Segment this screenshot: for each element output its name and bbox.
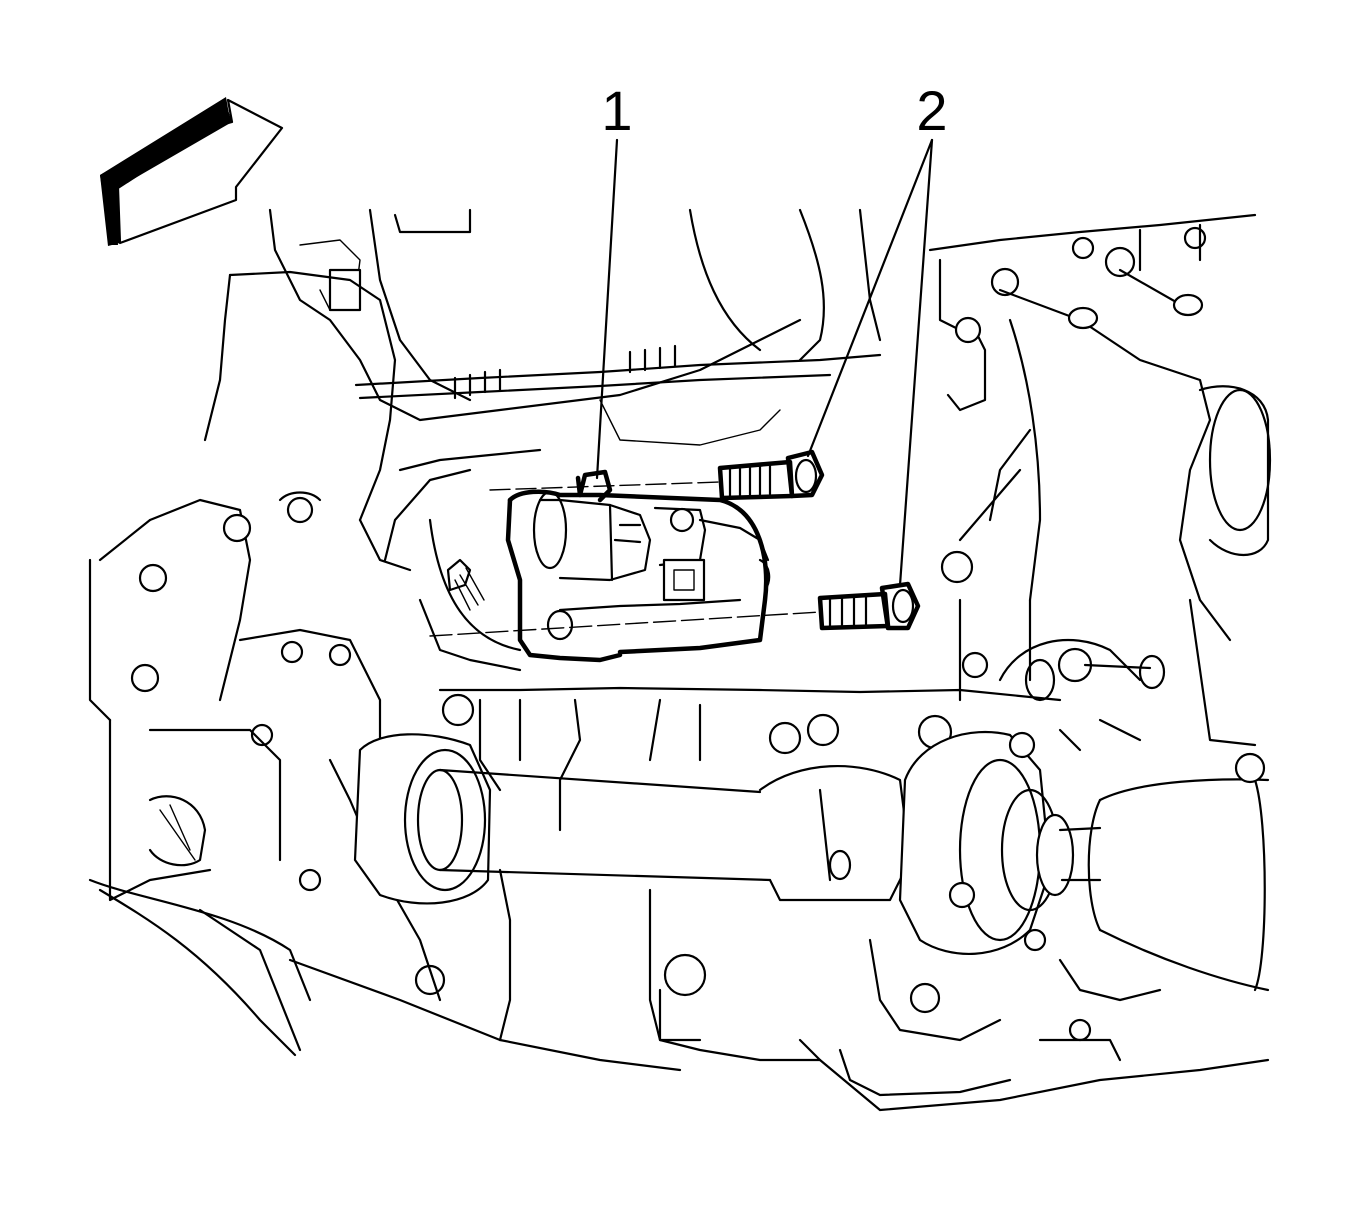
transmission-housing-left — [88, 270, 446, 1052]
callout-label-1: 1 — [601, 79, 632, 142]
callout-2-leader-lower — [898, 138, 934, 587]
callout-leader-lines — [595, 138, 934, 587]
callout-label-2: 2 — [916, 79, 947, 142]
starter-motor — [383, 448, 771, 672]
bell-housing-outline — [268, 208, 882, 446]
lower-right-bracket — [868, 938, 1162, 1062]
callout-1-leader — [595, 138, 619, 480]
callout-2-leader-upper — [806, 138, 934, 458]
front-direction-arrow-icon — [100, 97, 284, 246]
drive-shaft — [353, 730, 1270, 992]
engine-block-right — [928, 213, 1272, 752]
oil-pan — [98, 686, 1270, 1112]
starter-bolt-lower — [429, 581, 921, 637]
